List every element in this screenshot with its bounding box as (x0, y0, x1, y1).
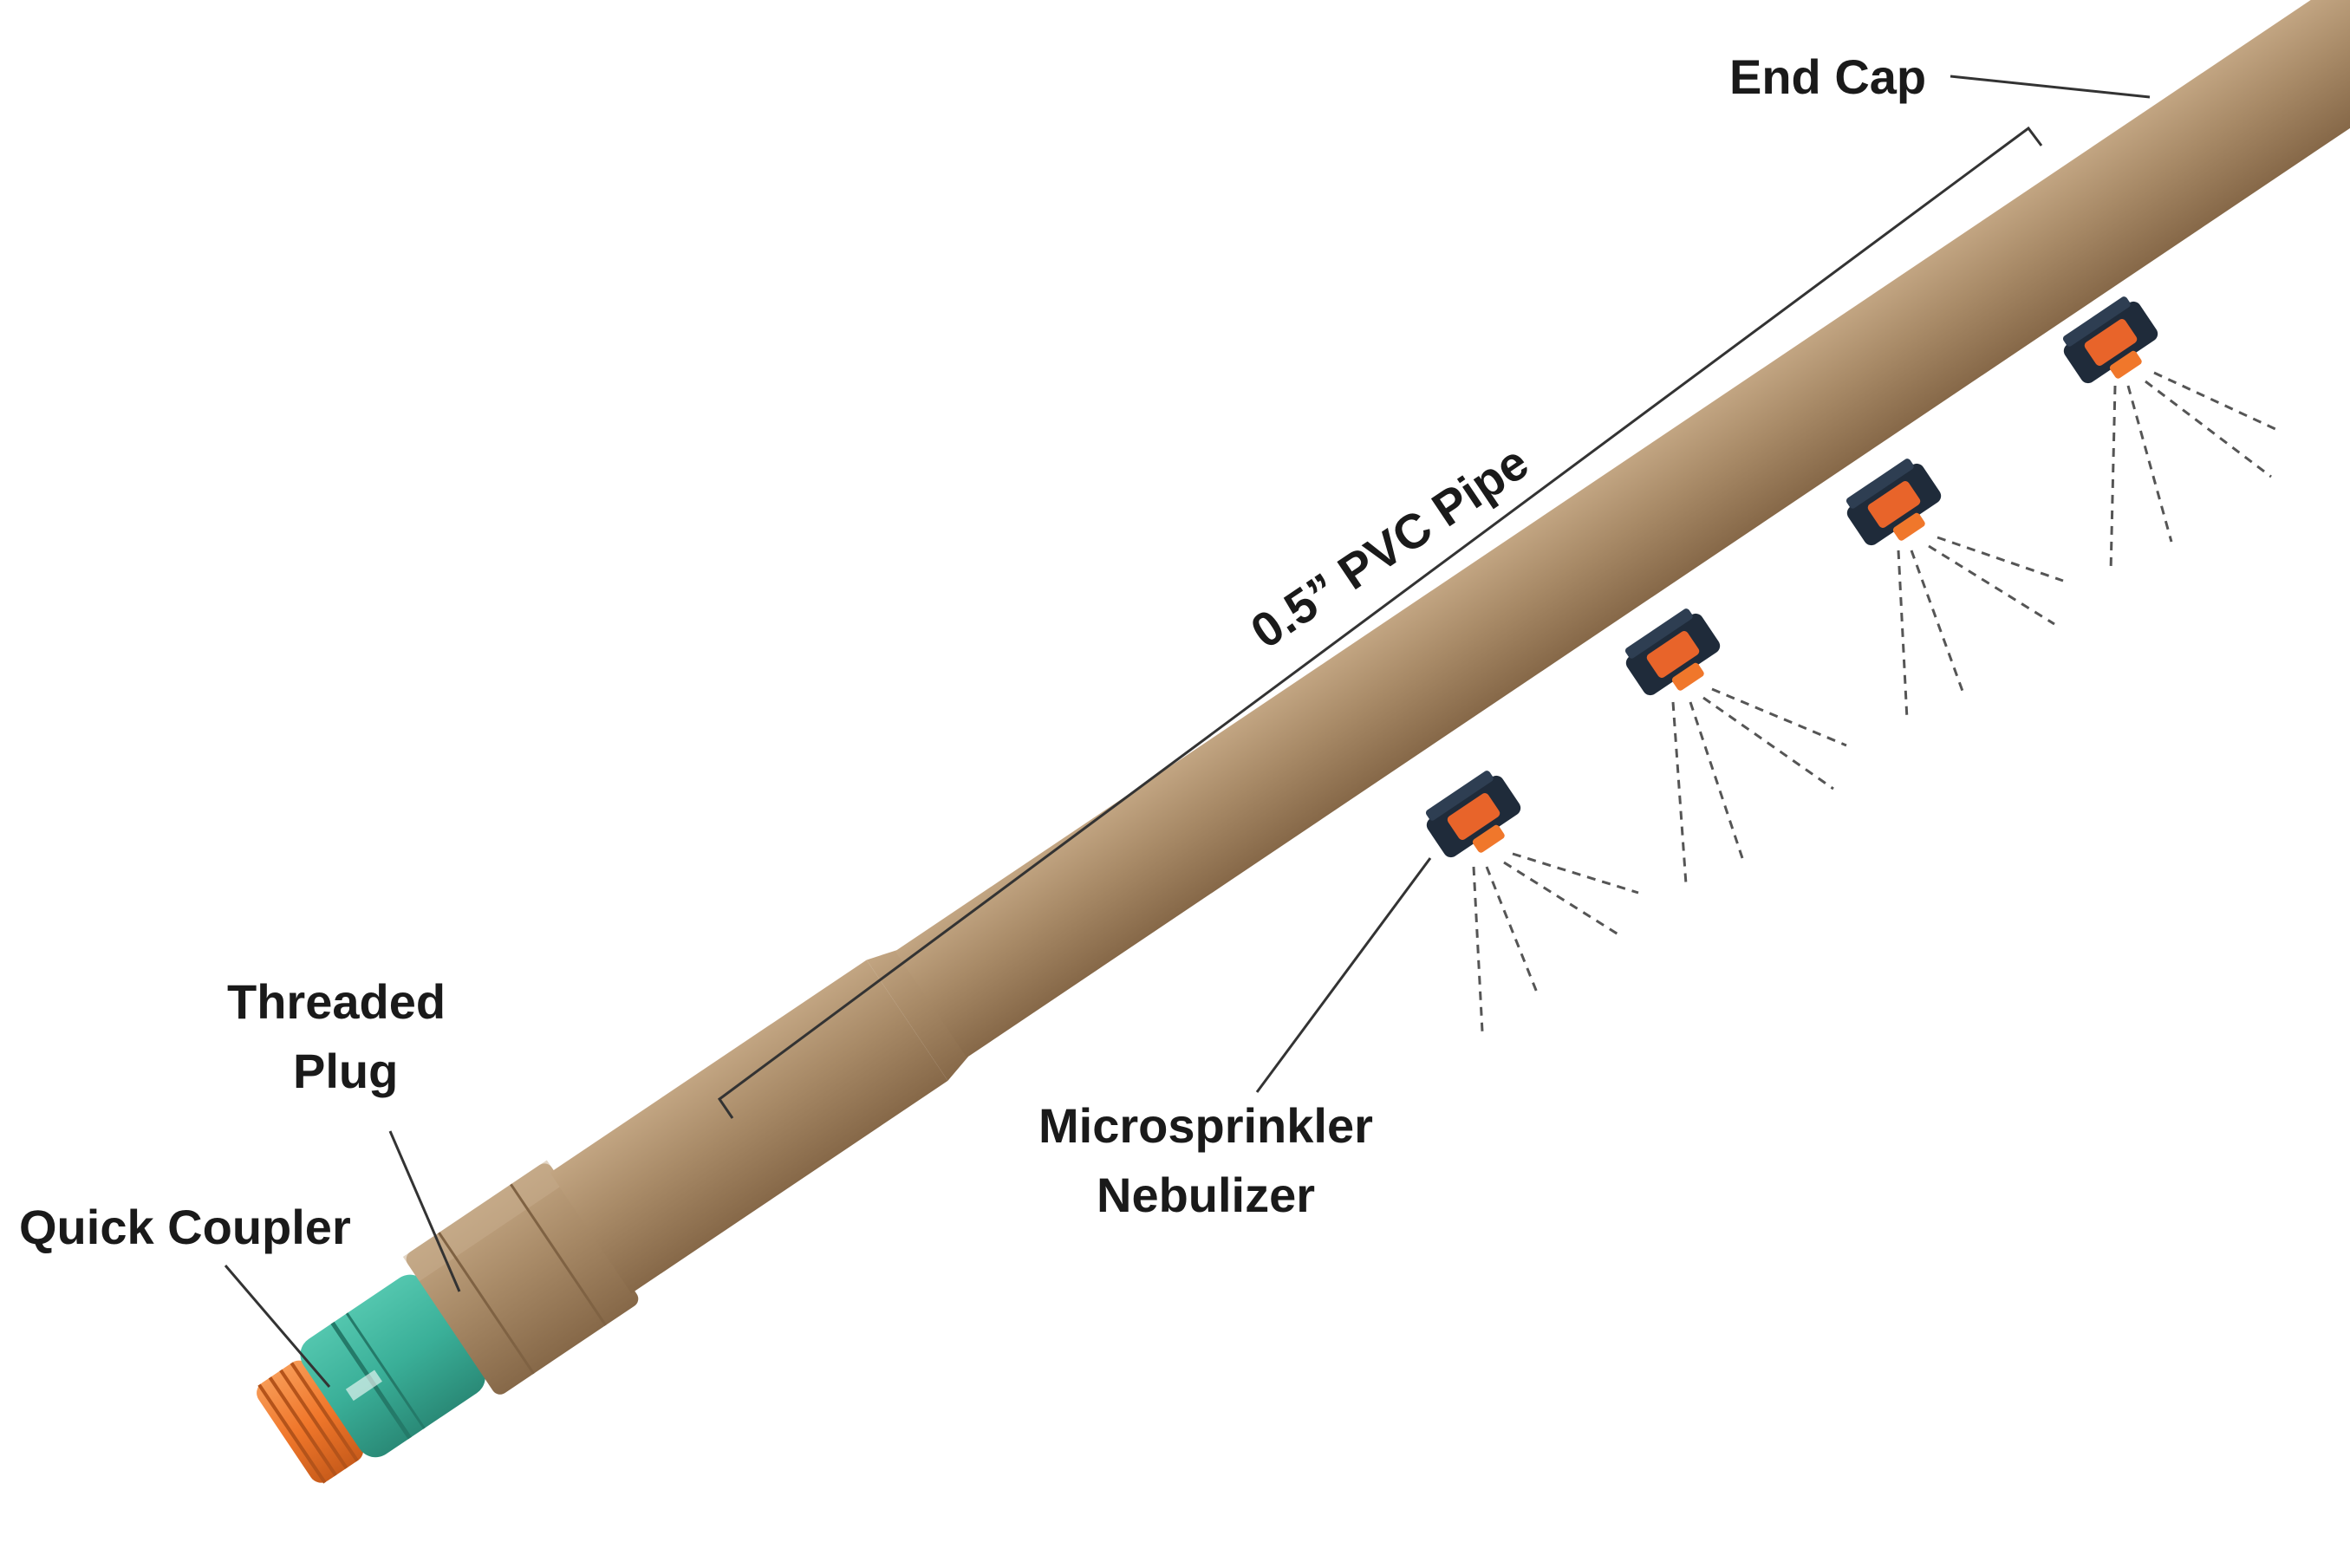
quick-coupler-leader (224, 1265, 331, 1388)
quick-coupler-tip (257, 1360, 364, 1484)
microsprinkler-nozzles (1425, 296, 2158, 858)
leader-lines (224, 75, 2151, 1388)
spray-patterns (1472, 371, 2276, 1032)
pipe-assembly (257, 0, 2350, 1484)
spray-pattern-4 (2109, 371, 2276, 573)
end-cap-leader (1950, 75, 2151, 99)
microsprinkler-nozzle-icon (1425, 771, 1521, 858)
microsprinkler-label-line1: Microsprinkler (1038, 1098, 1373, 1153)
spray-pattern-1 (1472, 852, 1639, 1032)
spray-pattern-3 (1897, 536, 2064, 720)
quick-coupler (300, 1274, 485, 1458)
socket-taper (866, 950, 968, 1081)
microsprinkler-nozzle-icon (2062, 296, 2158, 384)
microsprinkler-leader (1255, 857, 1432, 1093)
end-cap-label: End Cap (1729, 49, 1926, 104)
microsprinkler-label-line2: Nebulizer (1097, 1168, 1315, 1222)
threaded-plug-label-line2: Plug (293, 1044, 398, 1098)
pipe-length-bracket (717, 126, 2043, 1119)
pipe-socket (550, 960, 948, 1294)
microsprinkler-nozzle-icon (1624, 608, 1721, 696)
threaded-plug-leader (388, 1130, 461, 1292)
quick-coupler-label: Quick Coupler (19, 1200, 351, 1254)
microsprinkler-nozzle-icon (1845, 459, 1942, 546)
spray-pattern-2 (1671, 687, 1847, 885)
pvc-pipe (895, 0, 2350, 1058)
threaded-plug-label-line1: Threaded (227, 974, 446, 1029)
